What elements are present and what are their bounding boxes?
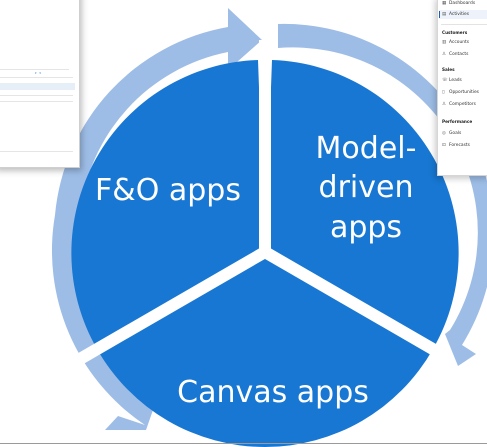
label-model-driven-line1: Model- [316,131,417,166]
nav-item-goals[interactable]: ◎Goals [442,129,461,138]
nav-item-contacts[interactable]: ♙Contacts [442,50,468,59]
label-canvas-apps: Canvas apps [177,375,369,410]
divider-left [76,246,269,365]
nav-item-activities[interactable]: ▤Activities [439,10,487,19]
nav-section-performance: Performance [442,119,473,124]
model-driven-nav-thumbnail: ▦Dashboards ▤Activities Customers ▥Accou… [437,0,487,176]
divider [0,77,73,78]
divider [0,69,69,70]
divider [0,151,73,152]
nav-item-opportunities[interactable]: ▯ Opportunities [442,88,479,97]
contacts-icon: ♙ [442,52,446,57]
label-model-driven-line3: apps [330,210,402,245]
divider [0,95,73,96]
nav-separator [441,24,487,25]
divider-right [261,246,454,365]
opportunities-icon: ▯ [442,90,445,95]
accounts-icon: ▥ [442,40,447,45]
nav-item-label: Leads [449,78,462,83]
grid-header-row [0,83,75,90]
nav-section-customers: Customers [442,30,468,35]
cycle-arrow-top-left [55,8,262,215]
activities-icon: ▤ [442,12,447,17]
nav-item-label: Competitors [449,102,476,107]
nav-item-label: Activities [449,12,470,17]
nav-item-dashboards[interactable]: ▦Dashboards [442,0,475,8]
forecasts-icon: ⊡ [442,143,446,148]
cycle-arrow-bottom-left [51,215,160,430]
leads-icon: ☏ [442,78,448,83]
goals-icon: ◎ [442,131,446,136]
nav-item-label: Accounts [449,40,470,45]
cycle-arrow-right [278,23,487,366]
nav-item-label: Opportunities [449,90,479,95]
nav-section-sales: Sales [442,67,455,72]
competitors-icon: ♙ [442,102,446,107]
nav-item-accounts[interactable]: ▥Accounts [442,38,469,47]
nav-item-label: Goals [449,131,462,136]
nav-item-forecasts[interactable]: ⊡Forecasts [442,141,470,150]
label-model-driven-line2: driven [319,170,414,205]
dashboard-icon: ▦ [442,1,447,6]
bottom-border [0,443,487,444]
nav-item-leads[interactable]: ☏Leads [442,76,462,85]
fo-app-thumbnail: ▾ ▾ [0,0,80,168]
nav-item-competitors[interactable]: ♙Competitors [442,100,476,109]
nav-item-label: Forecasts [449,143,470,148]
nav-item-label: Contacts [449,52,469,57]
nav-item-label: Dashboards [449,1,476,6]
divider [0,101,73,102]
label-fo-apps: F&O apps [95,173,241,208]
filter-chip: ▾ ▾ [35,71,41,75]
